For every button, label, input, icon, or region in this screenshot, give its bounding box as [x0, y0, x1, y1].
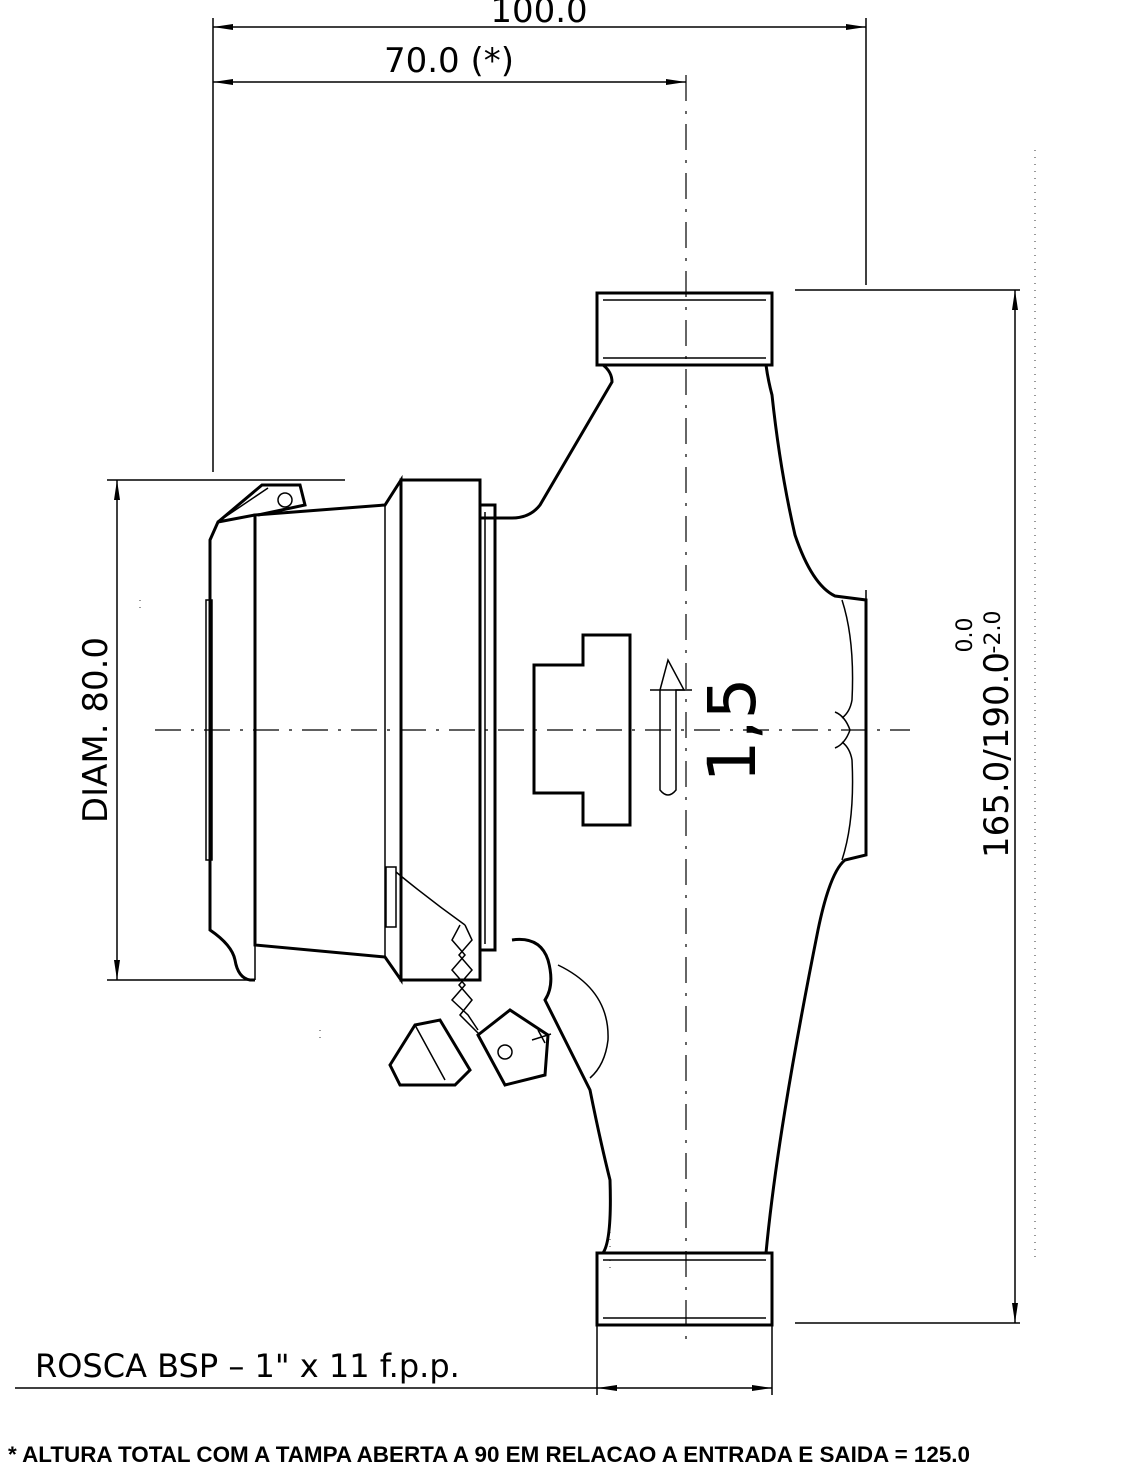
diameter-label: DIAM. 80.0: [76, 637, 116, 823]
width-to-axis-label: 70.0 (*): [384, 41, 514, 81]
dimension-length: 165.0/190.0 0.0 -2.0: [795, 289, 1020, 1324]
length-label: 165.0/190.0: [977, 652, 1017, 858]
dimension-thread: ROSCA BSP – 1" x 11 f.p.p.: [15, 1325, 773, 1395]
tolerance-upper: 0.0: [953, 618, 978, 653]
centerlines: [139, 75, 1036, 1345]
meter-body: [480, 291, 868, 1327]
seal-assembly: [388, 924, 609, 1087]
dimension-total-width: 100.0: [212, 0, 867, 605]
thread-spec-label: ROSCA BSP – 1" x 11 f.p.p.: [35, 1347, 460, 1385]
tolerance-lower: -2.0: [981, 611, 1006, 654]
total-width-label: 100.0: [490, 0, 587, 31]
dimension-diameter: DIAM. 80.0: [76, 479, 345, 981]
flow-indicator: [532, 633, 692, 827]
dial-marking: 1,5: [694, 678, 771, 783]
footnote: * ALTURA TOTAL COM A TAMPA ABERTA A 90 E…: [8, 1442, 970, 1467]
dimension-width-to-axis: 70.0 (*): [213, 41, 686, 85]
register-head: [205, 474, 497, 985]
